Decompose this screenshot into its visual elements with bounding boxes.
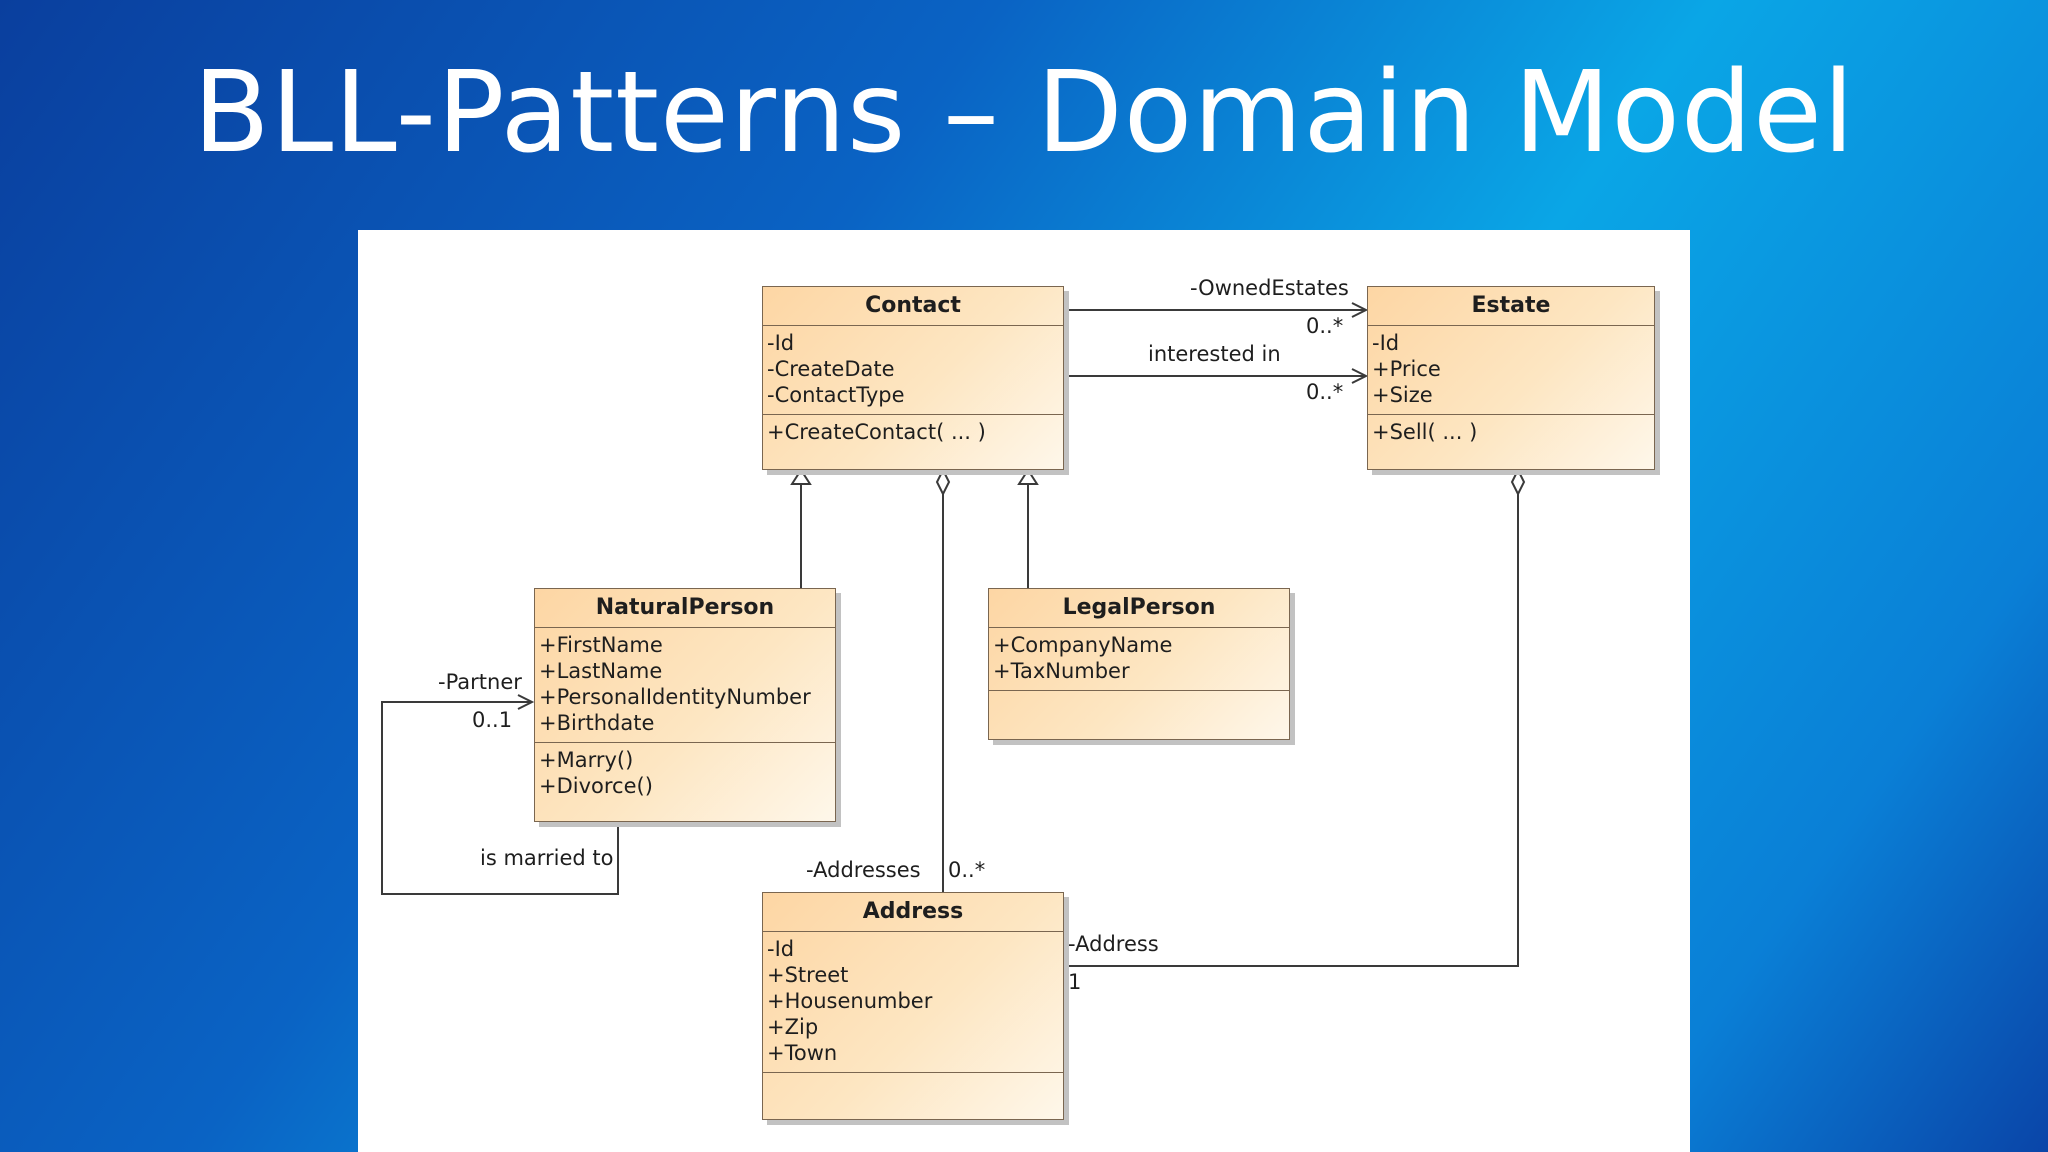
class-operations [989, 691, 1289, 699]
attribute: +TaxNumber [993, 659, 1130, 683]
owned-estates-arrowhead [1351, 302, 1369, 318]
operation: +Sell( ... ) [1372, 420, 1478, 444]
estate-class[interactable]: Estate -Id +Price +Size +Sell( ... ) [1367, 286, 1655, 470]
partner-multiplicity-label: 0..1 [472, 708, 513, 732]
interested-in-multiplicity-label: 0..* [1306, 380, 1344, 404]
class-attributes: -Id +Street +Housenumber +Zip +Town [763, 932, 1063, 1073]
attribute: +PersonalIdentityNumber [539, 685, 811, 709]
attribute: -Id [767, 937, 795, 961]
class-attributes: -Id -CreateDate -ContactType [763, 326, 1063, 415]
attribute: +Housenumber [767, 989, 933, 1013]
attribute: +Zip [767, 1015, 819, 1039]
owned-estates-role-label: -OwnedEstates [1190, 276, 1349, 300]
legal-person-class[interactable]: LegalPerson +CompanyName +TaxNumber [988, 588, 1290, 740]
class-attributes: -Id +Price +Size [1368, 326, 1654, 415]
attribute: -ContactType [767, 383, 905, 407]
is-married-to-label: is married to [480, 846, 614, 870]
operation: +CreateContact( ... ) [767, 420, 986, 444]
partner-arrowhead [517, 694, 535, 710]
interested-in-label: interested in [1148, 342, 1281, 366]
address-class[interactable]: Address -Id +Street +Housenumber +Zip +T… [762, 892, 1064, 1120]
estate-address-aggregation-diamond [1510, 467, 1526, 497]
operation: +Marry() [539, 748, 634, 772]
class-attributes: +CompanyName +TaxNumber [989, 628, 1289, 691]
slide-title: BLL-Patterns – Domain Model [192, 48, 1856, 178]
class-name: NaturalPerson [535, 589, 835, 628]
uml-diagram-canvas: Contact -Id -CreateDate -ContactType +Cr… [358, 230, 1690, 1152]
owned-estates-multiplicity-label: 0..* [1306, 314, 1344, 338]
legal-person-generalization-arrowhead [1017, 468, 1039, 485]
class-name: Estate [1368, 287, 1654, 326]
attribute: -CreateDate [767, 357, 895, 381]
class-name: LegalPerson [989, 589, 1289, 628]
natural-person-generalization-arrowhead [790, 468, 812, 485]
contact-address-aggregation-diamond [935, 467, 951, 497]
attribute: +Street [767, 963, 849, 987]
estate-address-role-label: -Address [1068, 932, 1159, 956]
natural-person-class[interactable]: NaturalPerson +FirstName +LastName +Pers… [534, 588, 836, 822]
attribute: -Id [1372, 331, 1400, 355]
estate-address-multiplicity-label: 1 [1068, 970, 1082, 994]
attribute: +Birthdate [539, 711, 655, 735]
addresses-role-label: -Addresses [806, 858, 921, 882]
attribute: +FirstName [539, 633, 663, 657]
attribute: +Price [1372, 357, 1441, 381]
attribute: +Town [767, 1041, 838, 1065]
partner-self-association-line [381, 701, 619, 895]
association-lines [381, 302, 1526, 967]
contact-class[interactable]: Contact -Id -CreateDate -ContactType +Cr… [762, 286, 1064, 470]
estate-address-line [1064, 494, 1519, 967]
class-attributes: +FirstName +LastName +PersonalIdentityNu… [535, 628, 835, 743]
attribute: +CompanyName [993, 633, 1173, 657]
partner-role-label: -Partner [438, 670, 522, 694]
class-operations: +Sell( ... ) [1368, 415, 1654, 449]
attribute: +Size [1372, 383, 1433, 407]
class-name: Contact [763, 287, 1063, 326]
interested-in-arrowhead [1351, 368, 1369, 384]
attribute: -Id [767, 331, 795, 355]
operation: +Divorce() [539, 774, 653, 798]
class-operations: +Marry() +Divorce() [535, 743, 835, 803]
attribute: +LastName [539, 659, 663, 683]
class-name: Address [763, 893, 1063, 932]
addresses-multiplicity-label: 0..* [948, 858, 986, 882]
class-operations: +CreateContact( ... ) [763, 415, 1063, 449]
class-operations [763, 1073, 1063, 1081]
